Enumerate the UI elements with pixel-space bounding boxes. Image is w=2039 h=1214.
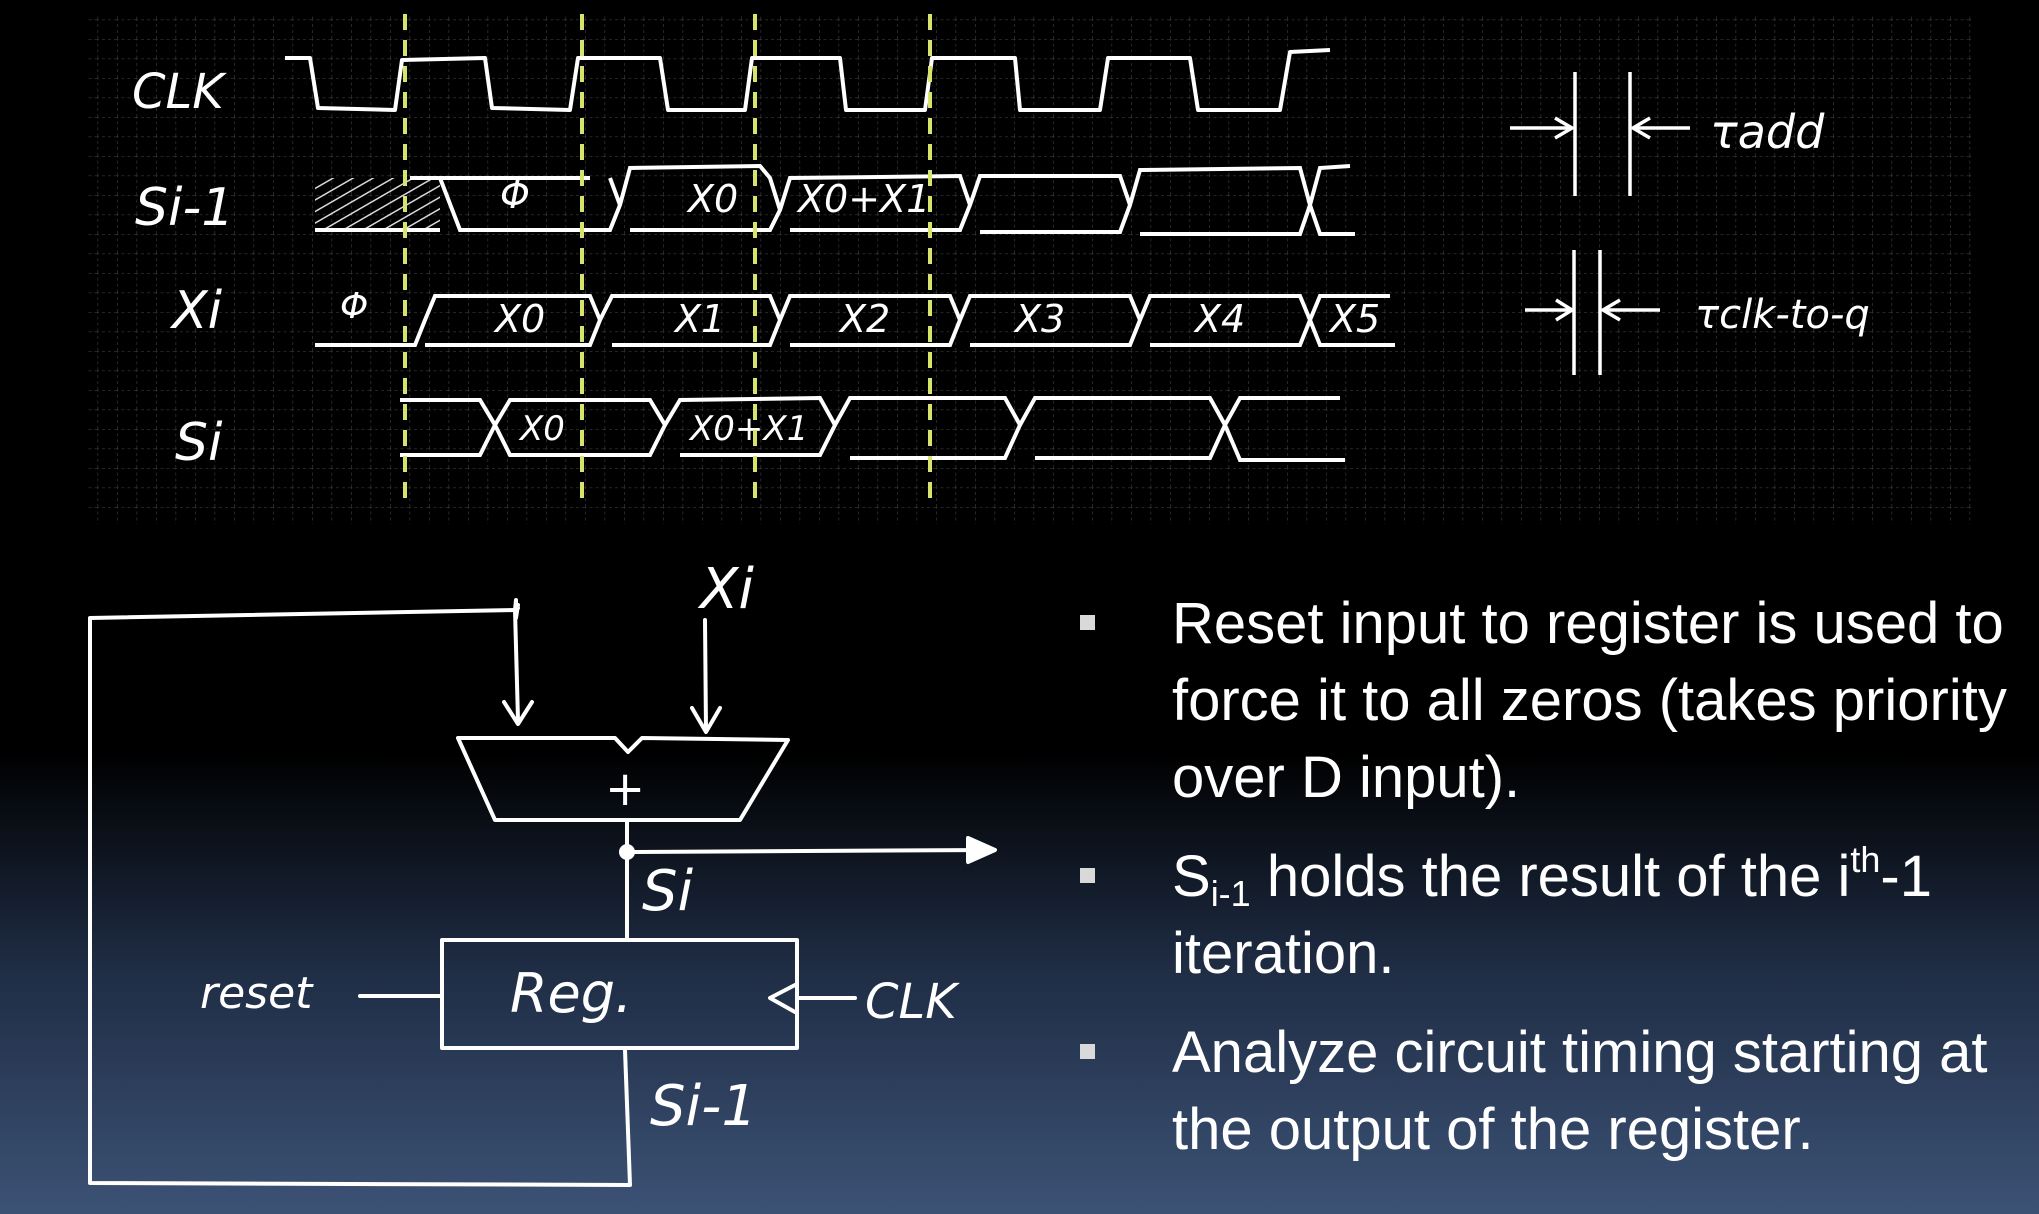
bullet-text: Si-1 holds the result of the ith-1 itera… <box>1172 839 1932 987</box>
adder-symbol <box>456 736 790 822</box>
legend-tau-clk-to-q-label: τclk-to-q <box>1695 292 1870 338</box>
bullet-marker <box>1080 615 1095 630</box>
si-prev-value-phi: Φ <box>500 173 530 217</box>
clk-waveform <box>285 48 1331 112</box>
xi-input-wire <box>703 618 708 732</box>
signal-label-si: Si <box>175 413 223 473</box>
bullet-marker <box>1080 1044 1095 1059</box>
bullet-text: Analyze circuit timing starting at the o… <box>1172 1020 1988 1162</box>
signal-label-xi: Xi <box>169 281 223 341</box>
clock-label: CLK <box>865 974 960 1030</box>
xi-value-x5: X5 <box>1328 297 1380 341</box>
si-prev-value-x0x1: X0+X1 <box>796 177 930 221</box>
xi-value-x4: X4 <box>1193 297 1245 341</box>
signal-label-si-prev: Si-1 <box>135 178 234 238</box>
adder-plus-label: + <box>605 761 645 817</box>
si-prev-value-x0: X0 <box>686 177 738 221</box>
xi-value-x2: X2 <box>838 297 890 341</box>
xi-value-x0: X0 <box>493 297 545 341</box>
accumulator-circuit: Xi + Si Reg. reset CLK Si-1 <box>0 0 1040 1214</box>
bullet-marker <box>1080 868 1095 883</box>
xi-input-arrow-head <box>690 706 722 734</box>
circuit-si-prev-label: Si-1 <box>650 1074 757 1139</box>
clock-edge-markers <box>403 14 932 498</box>
timing-diagram: CLK Si-1 Xi Si Φ X0 X0+X1 Φ X0 X1 X2 X3 … <box>88 14 1973 524</box>
si-value-x0: X0 <box>518 409 565 449</box>
si-output-wire <box>625 848 992 854</box>
circuit-si-label: Si <box>642 859 694 924</box>
clock-input-triangle <box>768 983 797 1014</box>
reset-label: reset <box>200 968 314 1019</box>
timing-grid <box>88 14 1973 524</box>
feedback-loop-wire <box>88 608 632 1187</box>
xi-value-x1: X1 <box>673 297 725 341</box>
bullet-item: Reset input to register is used to force… <box>1080 585 2020 816</box>
circuit-xi-label: Xi <box>697 557 754 622</box>
feedback-arrow-head <box>502 700 534 726</box>
bullet-item: Si-1 holds the result of the ith-1 itera… <box>1080 838 2020 992</box>
si-value-x0x1: X0+X1 <box>688 409 808 449</box>
xi-waveform <box>315 294 1395 347</box>
bullet-item: Analyze circuit timing starting at the o… <box>1080 1014 2020 1168</box>
si-waveform <box>400 395 1345 462</box>
xi-value-phi: Φ <box>340 286 368 327</box>
legend-tau-clk-to-q <box>1525 250 1660 375</box>
bullet-text: Reset input to register is used to force… <box>1172 591 2007 810</box>
bullet-list: Reset input to register is used to force… <box>1080 585 2020 1190</box>
legend-tau-add <box>1510 72 1690 196</box>
signal-label-clk: CLK <box>132 64 227 120</box>
register-label: Reg. <box>510 962 632 1025</box>
si-prev-unknown-hatch <box>315 178 440 230</box>
xi-value-x3: X3 <box>1013 297 1065 341</box>
si-output-arrow-head <box>966 836 997 864</box>
legend-tau-add-label: τadd <box>1710 105 1825 159</box>
